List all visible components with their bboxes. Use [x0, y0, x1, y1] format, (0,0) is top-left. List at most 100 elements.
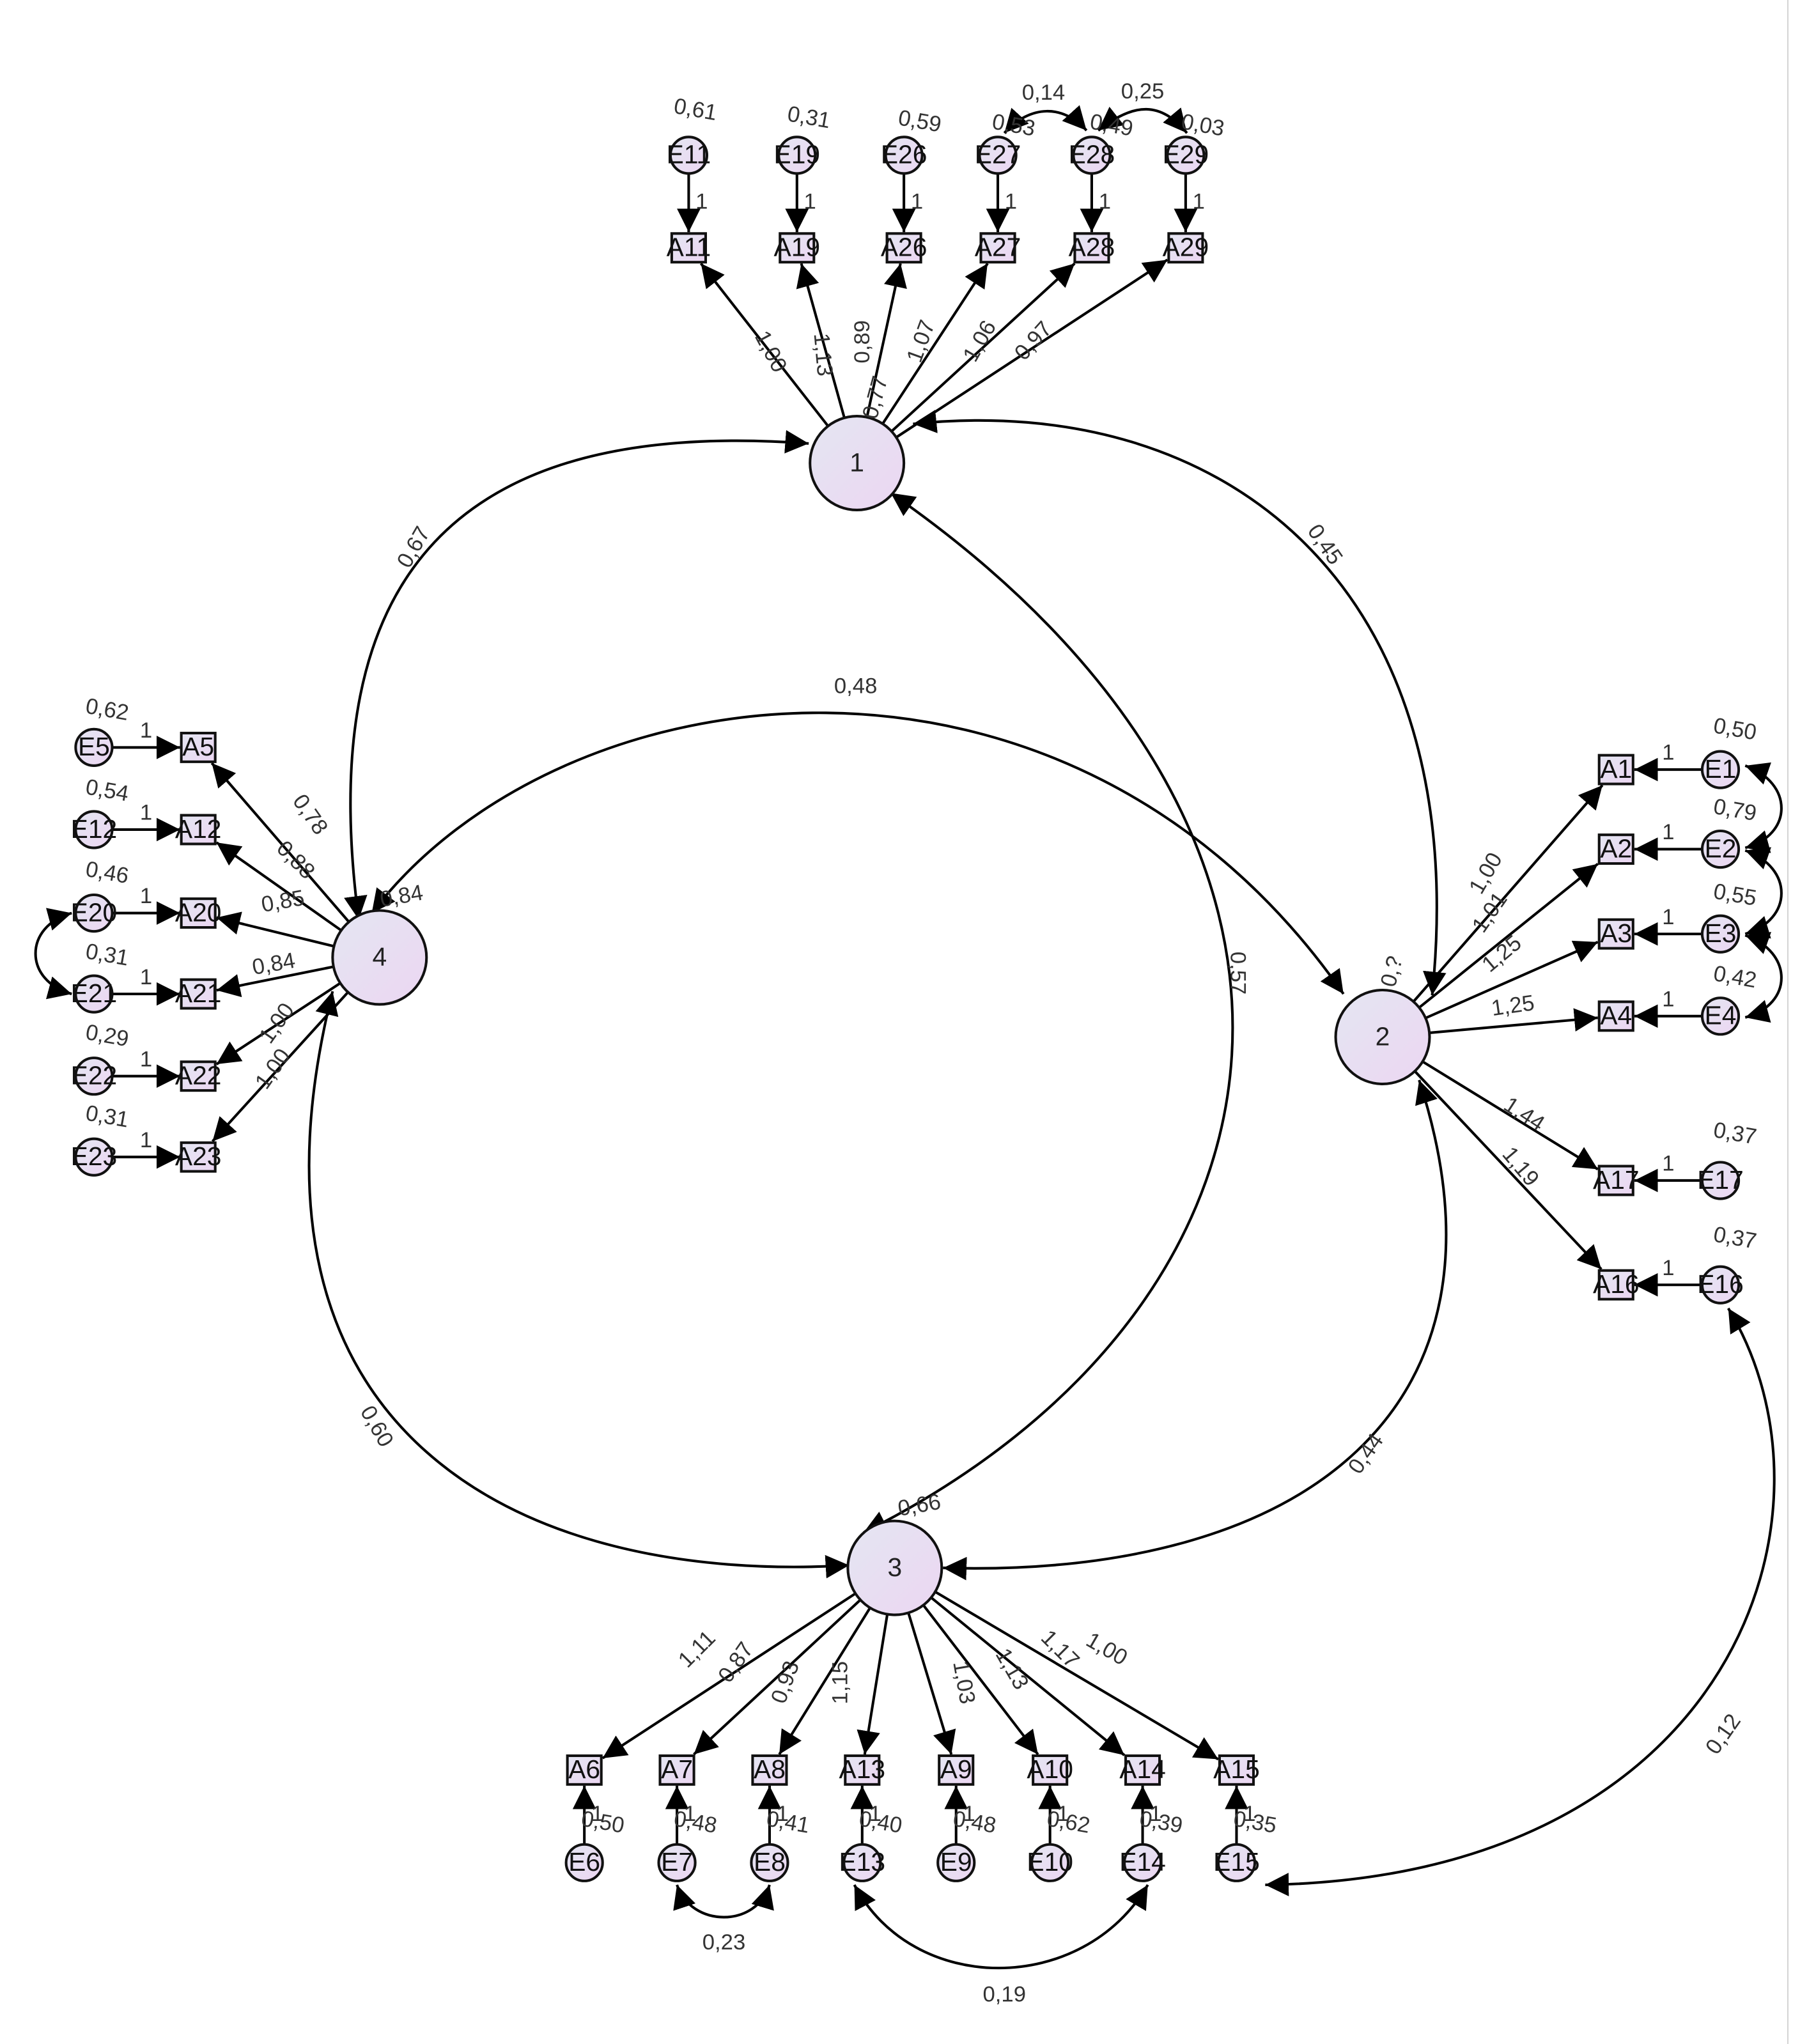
error-node[interactable]: E16 [1697, 1265, 1744, 1305]
indicator-node[interactable]: A16 [1593, 1269, 1640, 1301]
error-node[interactable]: E13 [839, 1843, 886, 1882]
error-node[interactable]: E23 [71, 1137, 118, 1177]
error-node[interactable]: E10 [1027, 1843, 1073, 1882]
error-node[interactable]: E28 [1069, 135, 1115, 175]
indicator-node-label: A19 [773, 233, 820, 262]
loading-label: 1,00 [254, 998, 299, 1048]
error-node[interactable]: E21 [71, 974, 118, 1014]
error-node[interactable]: E7 [657, 1843, 697, 1882]
factor-loading-path [922, 1604, 1039, 1756]
error-variance-label: 0,40 [857, 1807, 904, 1838]
indicator-node[interactable]: A8 [751, 1754, 788, 1786]
factor-covariance-arc [862, 492, 1234, 1534]
loading-label: 1,00 [251, 1044, 295, 1094]
error-node-label: E1 [1705, 754, 1737, 784]
indicator-node[interactable]: A14 [1119, 1754, 1166, 1786]
error-variance-label: 0,48 [672, 1807, 718, 1838]
indicator-node[interactable]: A13 [839, 1754, 886, 1786]
error-variance-label: 0,50 [1712, 713, 1758, 745]
error-covariance-label: 0,19 [982, 1983, 1026, 2007]
latent-factor-node[interactable]: 4 [331, 909, 428, 1006]
error-node-label: E12 [71, 814, 118, 844]
latent-factor-node[interactable]: 2 [1334, 988, 1431, 1085]
indicator-node[interactable]: A9 [938, 1754, 975, 1786]
error-node[interactable]: E2 [1700, 829, 1741, 869]
indicator-node[interactable]: A2 [1597, 833, 1634, 865]
error-node[interactable]: E15 [1213, 1843, 1260, 1882]
factor-loading-path [1418, 862, 1599, 1009]
error-node[interactable]: E19 [773, 135, 820, 175]
indicator-node[interactable]: A3 [1597, 918, 1634, 950]
fixed-path-weight: 1 [1662, 820, 1674, 844]
fixed-path-weight: 1 [869, 1802, 881, 1826]
indicator-node[interactable]: A21 [175, 978, 222, 1010]
indicator-box [658, 1754, 695, 1786]
error-circle [1166, 135, 1206, 175]
error-circle [1122, 1843, 1163, 1882]
indicator-node[interactable]: A1 [1597, 754, 1634, 786]
error-node[interactable]: E1 [1700, 750, 1741, 789]
indicator-node[interactable]: A28 [1069, 232, 1115, 264]
error-node[interactable]: E20 [71, 893, 118, 933]
error-variance-label: 0,62 [1045, 1807, 1092, 1838]
indicator-node[interactable]: A23 [175, 1141, 222, 1173]
error-covariance-arc [34, 908, 72, 1000]
indicator-node[interactable]: A5 [180, 731, 217, 763]
indicator-node[interactable]: A6 [566, 1754, 603, 1786]
error-circle [74, 1057, 114, 1096]
error-circle [936, 1843, 976, 1882]
indicator-node-label: A10 [1027, 1754, 1073, 1784]
error-node[interactable]: E14 [1119, 1843, 1166, 1882]
indicator-node-label: A26 [881, 233, 927, 262]
indicator-box [1597, 918, 1634, 950]
error-node-label: E10 [1027, 1847, 1073, 1877]
indicator-node[interactable]: A11 [667, 232, 711, 264]
indicator-box [885, 232, 922, 264]
factor-loading-path [1422, 1060, 1599, 1171]
indicator-box [566, 1754, 603, 1786]
error-node[interactable]: E6 [564, 1843, 604, 1882]
error-node[interactable]: E5 [74, 727, 114, 768]
covariance-label: 0,48 [834, 674, 878, 699]
indicator-node[interactable]: A20 [175, 897, 222, 929]
indicator-node[interactable]: A26 [881, 232, 927, 264]
indicator-node[interactable]: A27 [975, 232, 1021, 264]
fixed-path-weight: 1 [140, 801, 152, 825]
latent-factor-node[interactable]: 1 [809, 414, 906, 512]
loading-label: 1,11 [674, 1626, 720, 1673]
fixed-path-weight: 1 [140, 1047, 152, 1071]
error-node[interactable]: E9 [936, 1843, 976, 1882]
indicator-node[interactable]: A10 [1027, 1754, 1073, 1786]
error-node[interactable]: E4 [1700, 996, 1741, 1036]
error-circle [1030, 1843, 1070, 1882]
indicator-box [751, 1754, 788, 1786]
error-node-label: E19 [773, 140, 820, 169]
indicator-node-label: A20 [175, 897, 222, 927]
loading-label: 1,00 [1464, 849, 1507, 898]
error-node[interactable]: E22 [71, 1057, 118, 1096]
error-node[interactable]: E26 [881, 135, 927, 175]
covariance-label: 0,45 [1303, 520, 1347, 569]
latent-factor-node[interactable]: 3 [846, 1519, 943, 1616]
indicator-node[interactable]: A19 [773, 232, 820, 264]
indicator-node[interactable]: A15 [1213, 1754, 1260, 1786]
factor-loading-path [857, 1614, 889, 1755]
indicator-node[interactable]: A29 [1163, 232, 1209, 264]
loading-label: 1,44 [1500, 1092, 1549, 1136]
fixed-path-weight: 1 [804, 190, 816, 214]
error-node[interactable]: E29 [1163, 135, 1209, 175]
error-covariance-label: 0,12 [1701, 1710, 1746, 1759]
indicator-node[interactable]: A4 [1597, 1000, 1634, 1032]
error-variance-label: 0,50 [580, 1807, 626, 1838]
error-node[interactable]: E11 [667, 135, 711, 175]
indicator-node[interactable]: A17 [1593, 1165, 1640, 1196]
indicator-node[interactable]: A12 [175, 814, 222, 846]
error-node[interactable]: E3 [1700, 914, 1741, 954]
indicator-node[interactable]: A7 [658, 1754, 695, 1786]
error-node[interactable]: E17 [1697, 1161, 1744, 1200]
error-node[interactable]: E8 [750, 1843, 789, 1882]
indicator-node[interactable]: A22 [175, 1060, 222, 1092]
error-covariance-label: 0,14 [1022, 81, 1066, 105]
error-node[interactable]: E27 [975, 135, 1021, 175]
error-node[interactable]: E12 [71, 810, 118, 849]
